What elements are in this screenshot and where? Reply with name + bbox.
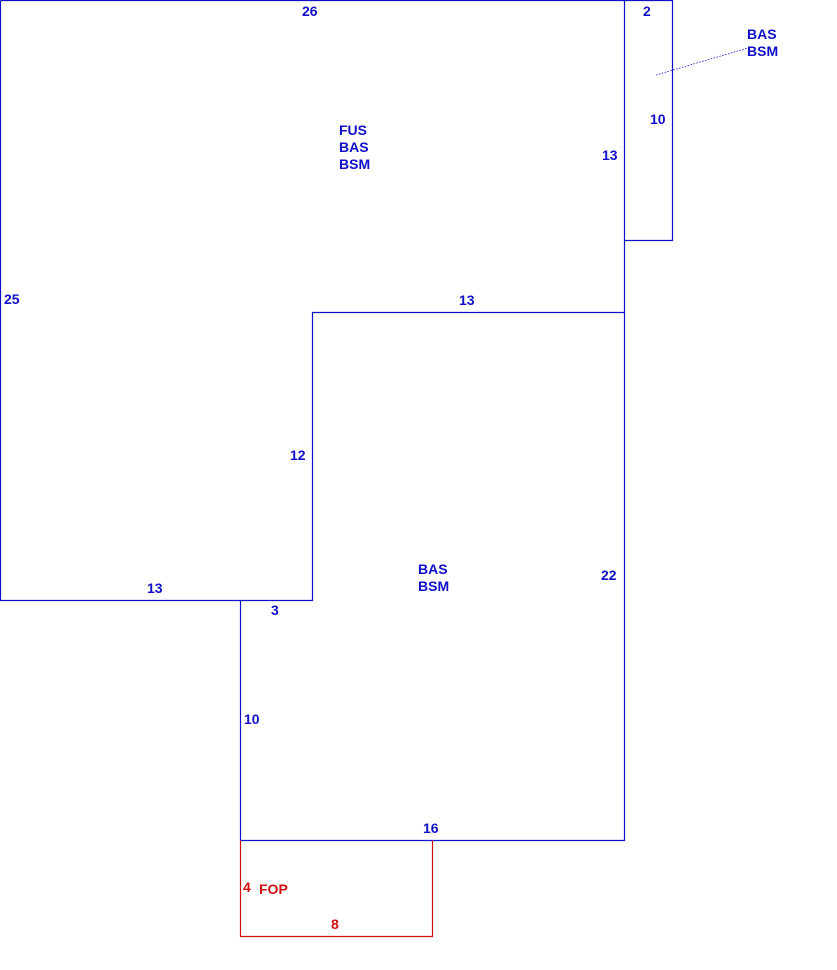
dimension-inner-top-width: 13: [459, 292, 475, 308]
dimension-porch-height: 4: [243, 879, 251, 895]
dimension-upper-right-height: 13: [602, 147, 618, 163]
area-label-upper-line-2: BAS: [339, 139, 369, 155]
addon-leader-line: [655, 47, 749, 76]
area-label-upper-line-3: BSM: [339, 156, 371, 172]
interior-division-line: [240, 311, 625, 602]
dimension-bottom-width: 16: [423, 820, 439, 836]
dimension-addon-height: 10: [650, 111, 666, 127]
area-label-addon: BAS BSM: [747, 26, 778, 60]
area-label-lower-line-2: BSM: [418, 578, 450, 594]
porch-outline: [239, 840, 434, 938]
area-label-upper: FUS BAS BSM: [339, 122, 370, 173]
area-label-upper-line-1: FUS: [339, 122, 367, 138]
area-label-lower: BAS BSM: [418, 561, 449, 595]
area-label-addon-line-2: BSM: [747, 43, 779, 59]
dimension-right-height: 22: [601, 567, 617, 583]
dimension-step-width: 3: [271, 602, 279, 618]
area-label-lower-line-1: BAS: [418, 561, 448, 577]
dimension-inner-vertical: 12: [290, 447, 306, 463]
dimension-lower-left-width: 13: [147, 580, 163, 596]
dimension-lower-left-height: 10: [244, 711, 260, 727]
dimension-addon-width: 2: [643, 3, 651, 19]
area-label-porch: FOP: [259, 881, 288, 897]
dimension-porch-width: 8: [331, 916, 339, 932]
dimension-left-height: 25: [4, 291, 20, 307]
dimension-top-width: 26: [302, 3, 318, 19]
addon-outline: [624, 0, 674, 242]
area-label-addon-line-1: BAS: [747, 26, 777, 42]
